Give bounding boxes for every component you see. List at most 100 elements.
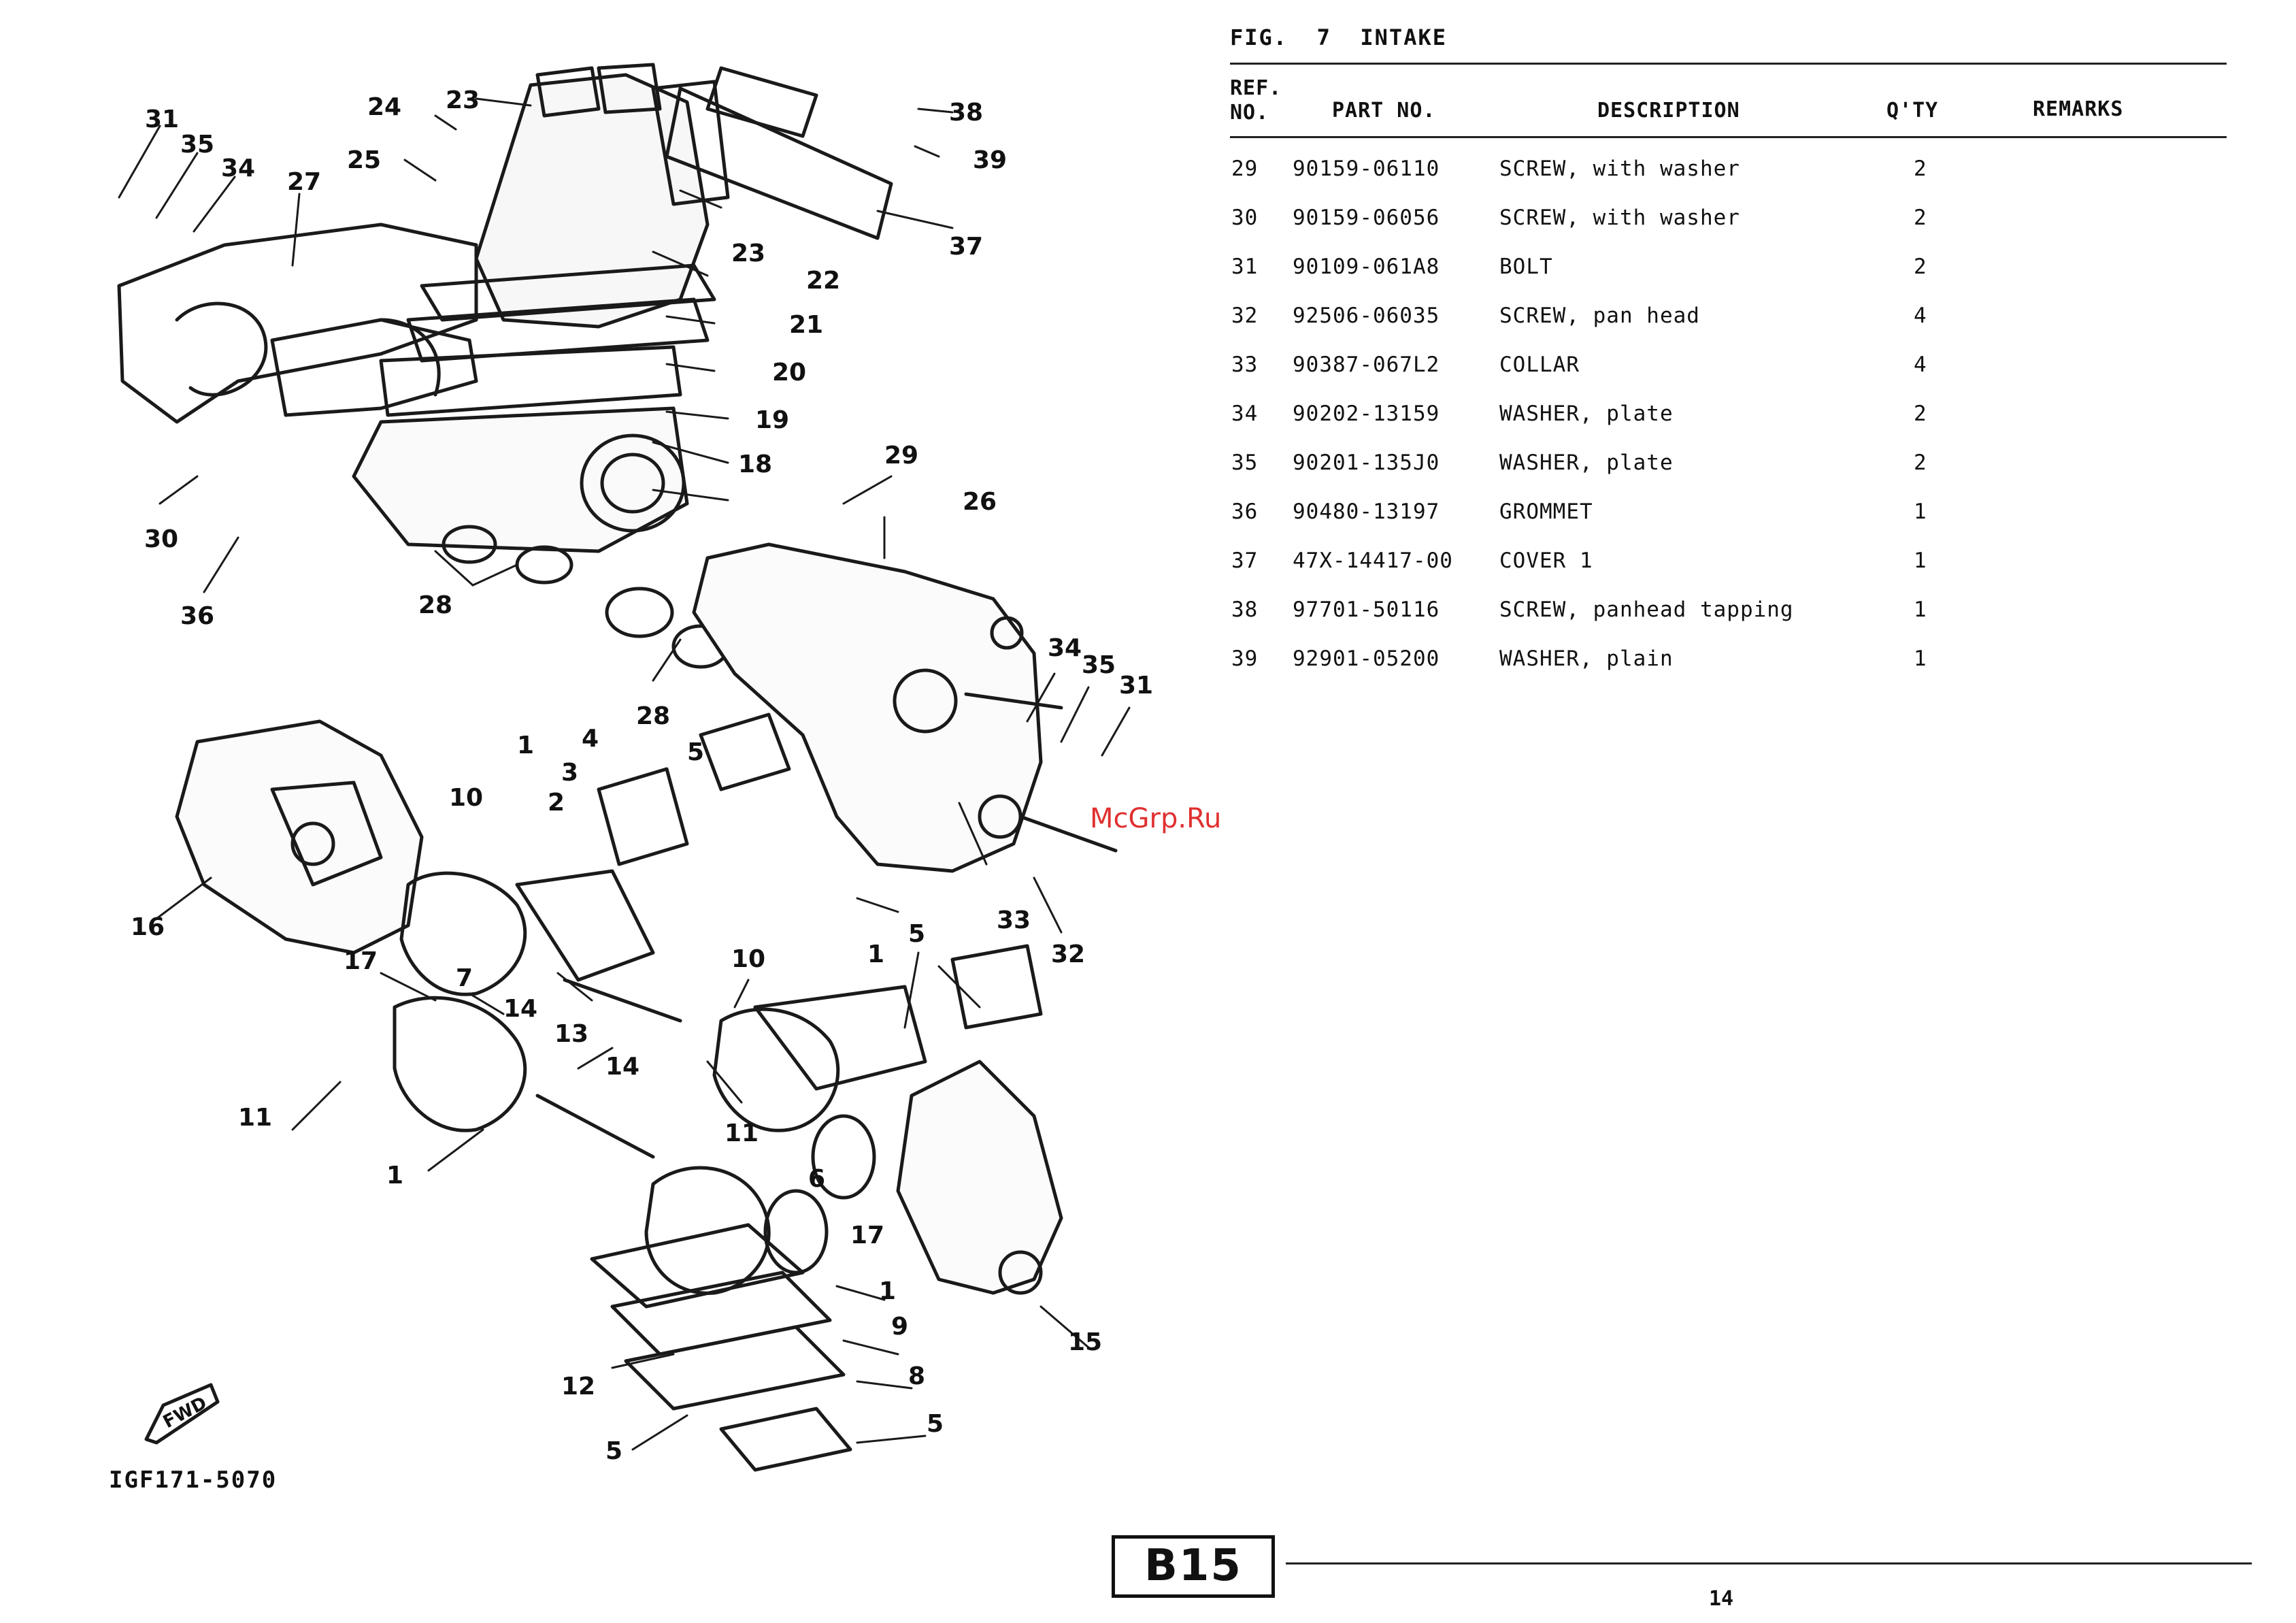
table-row: 30 90159-06056 SCREW, with washer 2	[1230, 206, 2227, 255]
ref-cell: 37	[1231, 548, 1259, 573]
callout-9: 9	[891, 1313, 909, 1341]
figure-title: FIG. 7 INTAKE	[1230, 24, 1447, 50]
qty-cell: 1	[1914, 646, 1927, 671]
callout-5-right: 5	[908, 920, 926, 948]
gasket-5-right	[950, 944, 1043, 1030]
callout-20: 20	[772, 359, 807, 387]
exploded-diagram: 31 35 34 27 24 23 25 23 22 21 20 19 18 3…	[109, 63, 1221, 1494]
qty-cell: 2	[1914, 450, 1927, 475]
callout-7: 7	[456, 964, 473, 992]
callout-11: 11	[725, 1119, 759, 1147]
callout-31: 31	[145, 105, 180, 133]
table-row: 39 92901-05200 WASHER, plain 1	[1230, 646, 2227, 695]
header-part-no: PART NO.	[1332, 99, 1436, 122]
callout-1-bottom: 1	[879, 1277, 897, 1305]
description-cell: BOLT	[1499, 255, 1553, 279]
callout-3: 3	[561, 759, 579, 787]
part-no-cell: 90109-061A8	[1293, 255, 1440, 279]
callout-39: 39	[973, 146, 1008, 174]
callout-12: 12	[561, 1373, 596, 1400]
description-cell: WASHER, plate	[1499, 450, 1674, 475]
part-no-cell: 92901-05200	[1293, 646, 1440, 671]
header-top-rule	[1230, 63, 2227, 65]
table-row: 35 90201-135J0 WASHER, plate 2	[1230, 450, 2227, 499]
qty-cell: 2	[1914, 206, 1927, 230]
callout-24: 24	[367, 93, 402, 121]
callout-34: 34	[221, 154, 256, 182]
header-description: DESCRIPTION	[1597, 99, 1740, 122]
table-row: 38 97701-50116 SCREW, panhead tapping 1	[1230, 597, 2227, 646]
table-body: 29 90159-06110 SCREW, with washer 2 30 9…	[1230, 157, 2227, 695]
description-cell: SCREW, pan head	[1499, 304, 1700, 328]
gasket-5-upper	[699, 712, 791, 791]
callout-16: 16	[131, 913, 165, 941]
callout-28-left: 28	[418, 591, 453, 619]
table-row: 32 92506-06035 SCREW, pan head 4	[1230, 304, 2227, 353]
qty-cell: 4	[1914, 353, 1927, 377]
callout-35: 35	[180, 131, 215, 159]
callout-32: 32	[1051, 940, 1086, 968]
callout-5: 5	[605, 1437, 623, 1465]
callout-23: 23	[731, 240, 766, 267]
callout-21: 21	[789, 311, 824, 339]
cover-15-shape	[896, 1060, 1063, 1295]
description-cell: WASHER, plate	[1499, 401, 1674, 426]
ref-cell: 35	[1231, 450, 1259, 475]
callout-25: 25	[347, 146, 382, 174]
part-no-cell: 90159-06110	[1293, 157, 1440, 181]
qty-cell: 2	[1914, 255, 1927, 279]
callout-6: 6	[808, 1165, 826, 1193]
part-no-cell: 90387-067L2	[1293, 353, 1440, 377]
qty-cell: 4	[1914, 304, 1927, 328]
parts-table: FIG. 7 INTAKE REF. NO. PART NO. DESCRIPT…	[1230, 0, 2230, 749]
qty-cell: 2	[1914, 401, 1927, 426]
table-row: 37 47X-14417-00 COVER 1 1	[1230, 548, 2227, 597]
part-no-cell: 90480-13197	[1293, 499, 1440, 524]
callout-27: 27	[287, 168, 322, 196]
upper-intake-assembly	[117, 63, 893, 669]
header-ref-no: REF. NO.	[1230, 76, 1282, 125]
diagram-code: IGF171-5070	[109, 1466, 278, 1494]
diagram-drawing	[117, 63, 1131, 1472]
description-cell: WASHER, plain	[1499, 646, 1674, 671]
callout-33: 33	[997, 906, 1031, 934]
table-row: 31 90109-061A8 BOLT 2	[1230, 255, 2227, 304]
description-cell: COLLAR	[1499, 353, 1580, 377]
qty-cell: 1	[1914, 597, 1927, 622]
description-cell: GROMMET	[1499, 499, 1593, 524]
part-no-cell: 90202-13159	[1293, 401, 1440, 426]
callout-2: 2	[548, 789, 565, 817]
callout-5-top: 5	[687, 738, 705, 766]
ref-cell: 34	[1231, 401, 1259, 426]
part-no-cell: 97701-50116	[1293, 597, 1440, 622]
callout-38: 38	[949, 99, 984, 127]
callout-35-right: 35	[1082, 651, 1116, 679]
part-no-cell: 90159-06056	[1293, 206, 1440, 230]
gasket-plate-shapes	[590, 712, 1043, 1472]
section-code-box: B15	[1112, 1535, 1275, 1598]
callout-10: 10	[449, 784, 484, 812]
table-row: 36 90480-13197 GROMMET 1	[1230, 499, 2227, 548]
callout-29: 29	[884, 442, 919, 470]
callout-26: 26	[963, 488, 997, 516]
callout-18: 18	[738, 450, 773, 478]
description-cell: SCREW, with washer	[1499, 157, 1740, 181]
callout-5-bottom: 5	[927, 1410, 944, 1438]
ref-cell: 38	[1231, 597, 1259, 622]
callout-17-right: 17	[850, 1222, 885, 1249]
leader-lines	[118, 97, 1131, 1451]
callout-4: 4	[582, 725, 599, 753]
ref-cell: 30	[1231, 206, 1259, 230]
callout-34-right: 34	[1048, 634, 1082, 662]
callout-15: 15	[1068, 1328, 1103, 1356]
description-cell: SCREW, with washer	[1499, 206, 1740, 230]
callout-8: 8	[908, 1362, 926, 1390]
table-row: 29 90159-06110 SCREW, with washer 2	[1230, 157, 2227, 206]
table-row: 33 90387-067L2 COLLAR 4	[1230, 353, 2227, 401]
callout-13: 13	[554, 1020, 589, 1048]
ref-cell: 31	[1231, 255, 1259, 279]
description-cell: COVER 1	[1499, 548, 1593, 573]
part-no-cell: 90201-135J0	[1293, 450, 1440, 475]
callout-37: 37	[949, 233, 984, 261]
